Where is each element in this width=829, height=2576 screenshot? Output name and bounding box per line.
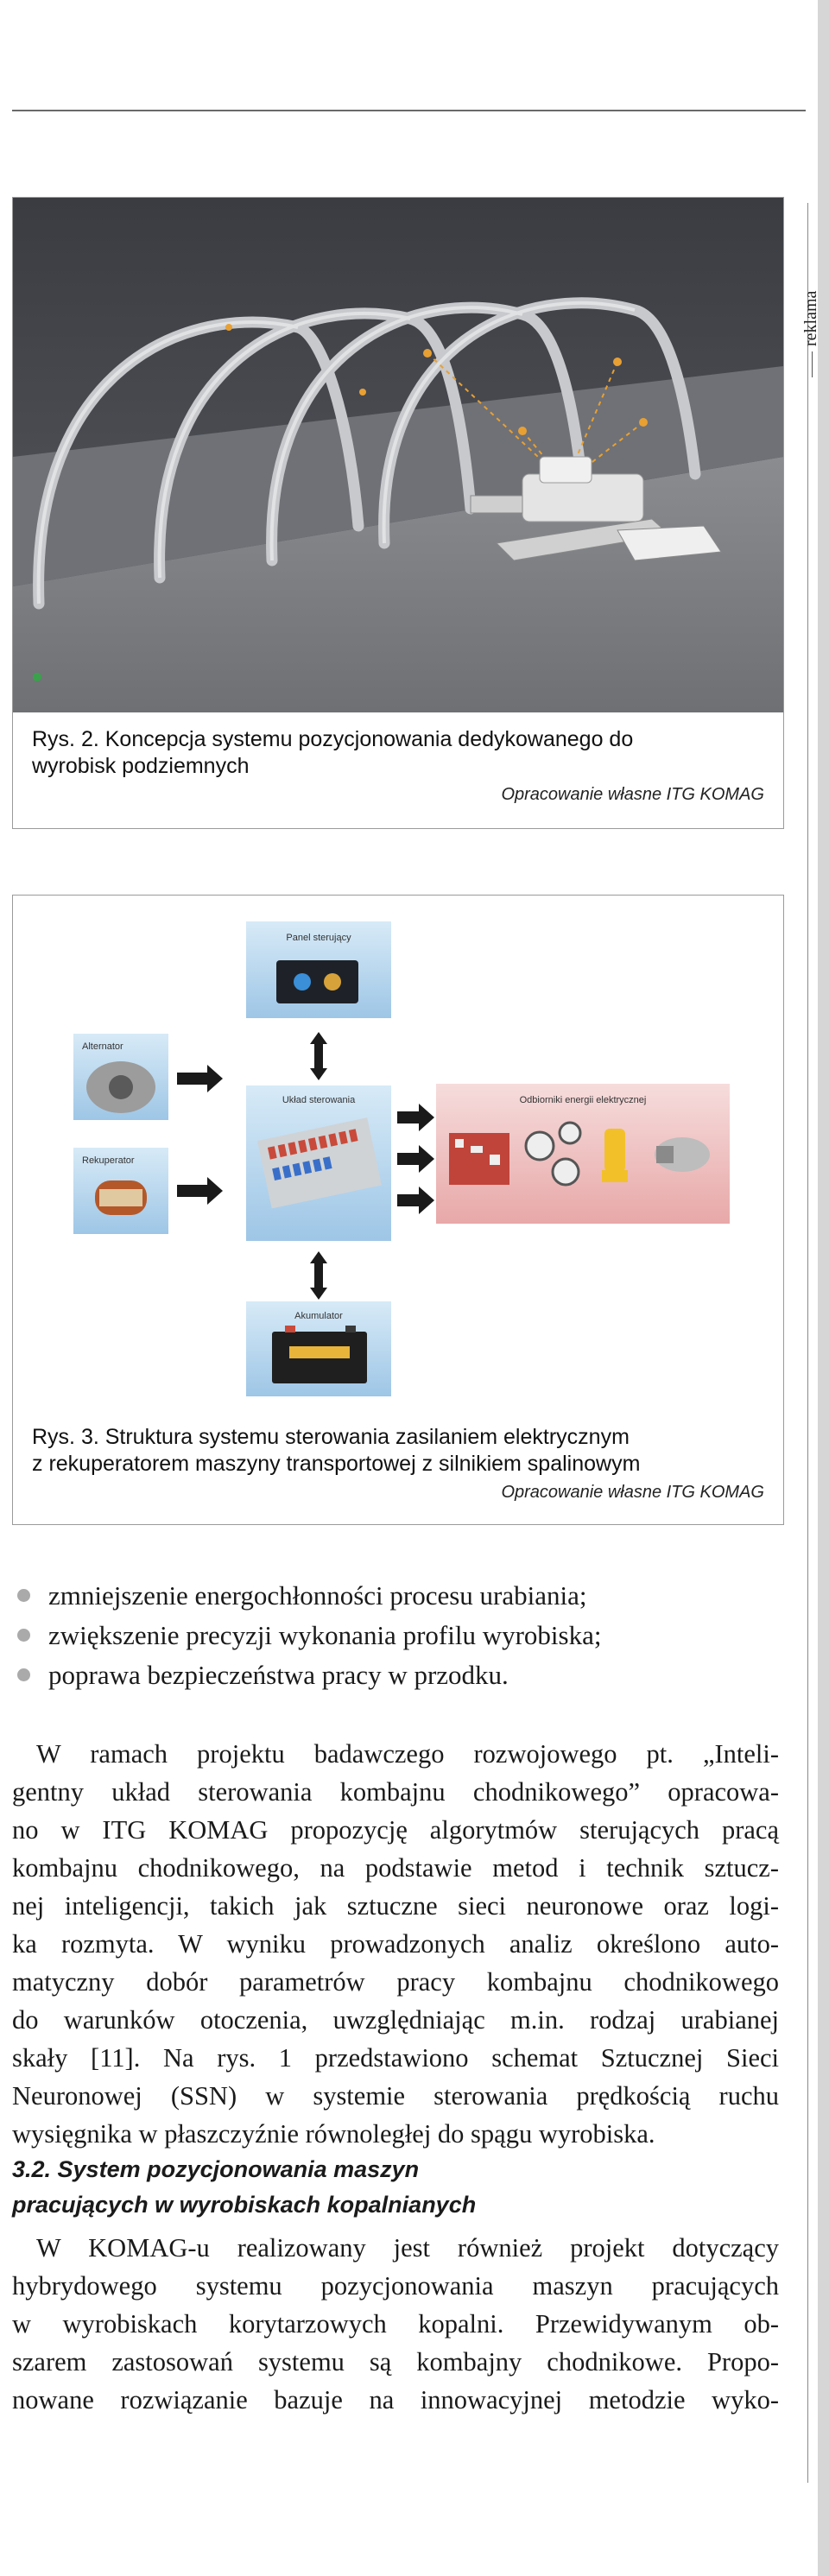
figure2-caption: Rys. 3. Struktura systemu sterowania zas… [32,1425,641,1476]
odbiorniki-label: Odbiorniki energii elektrycznej [520,1095,647,1105]
body-paragraph-1: W ramach projektu badawczego rozwojowego… [12,1739,779,2149]
figure-positioning-concept: Rys. 2. Koncepcja systemu pozycjonowania… [12,197,784,829]
body-paragraph-2: W KOMAG-u realizowany jest również proje… [12,2233,779,2415]
alternator-label: Alternator [82,1041,123,1052]
side-divider [807,203,808,2483]
benefits-list: zmniejszenie energochłonności procesu ur… [12,1576,789,1695]
top-rule [12,110,806,111]
page-edge-band [818,0,829,2576]
rekuperator-label: Rekuperator [82,1155,135,1166]
power-system-diagram: Panel sterujący Alternator Układ sterowa… [73,921,730,1396]
akumulator-label: Akumulator [294,1311,343,1321]
advert-label: reklama [801,274,822,377]
uklad-label: Układ sterowania [282,1095,356,1105]
tunnel-illustration [13,198,783,712]
section-heading: 3.2. System pozycjonowania maszyn pracuj… [12,2156,477,2218]
list-item: poprawa bezpieczeństwa pracy w przodku. [12,1655,789,1695]
list-item: zwiększenie precyzji wykonania profilu w… [12,1616,789,1655]
list-item: zmniejszenie energochłonności procesu ur… [12,1576,789,1616]
bullet-icon [17,1668,30,1681]
figure2-credit: Opracowanie własne ITG KOMAG [501,1483,764,1502]
bullet-icon [17,1629,30,1642]
bullet-icon [17,1589,30,1602]
panel-label: Panel sterujący [286,933,351,943]
figure1-caption: Rys. 2. Koncepcja systemu pozycjonowania… [32,727,634,778]
figure1-credit: Opracowanie własne ITG KOMAG [501,785,764,804]
figure-power-control-structure: Panel sterujący Alternator Układ sterowa… [12,895,784,1525]
